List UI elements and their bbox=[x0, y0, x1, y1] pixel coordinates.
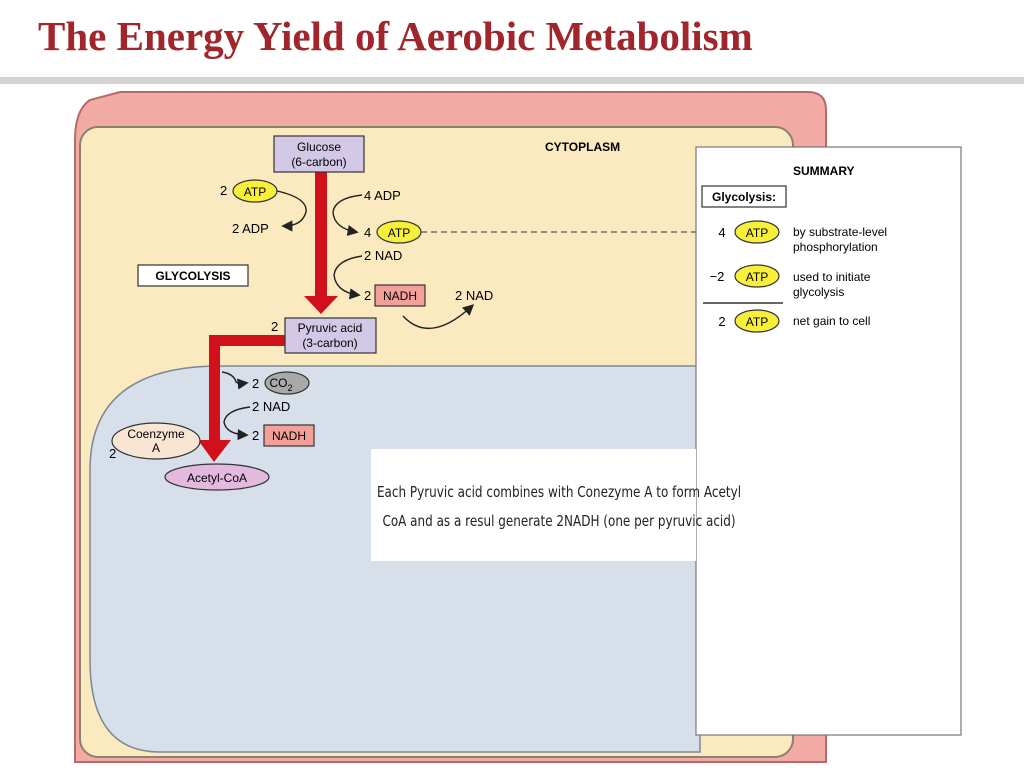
acetyl-coa-label: Acetyl-CoA bbox=[187, 471, 247, 485]
co2-release-arrow bbox=[221, 371, 249, 390]
summary-atp-badge bbox=[734, 309, 780, 333]
summary-panel bbox=[695, 146, 962, 736]
glucose-box bbox=[273, 135, 365, 173]
nadh-production-arrow bbox=[333, 255, 363, 300]
atp-produced-count: 4 bbox=[364, 225, 371, 240]
pyruvate-arrow-head bbox=[198, 440, 231, 462]
summary-row-text: used to initiate bbox=[793, 270, 871, 284]
co2-badge bbox=[264, 371, 310, 395]
nad-output-label: 2 NAD bbox=[455, 288, 493, 303]
atp-consumption-arrow bbox=[276, 190, 307, 232]
atp-label: ATP bbox=[388, 226, 410, 240]
summary-row-text: glycolysis bbox=[793, 285, 844, 299]
summary-row-text: net gain to cell bbox=[793, 314, 870, 328]
summary-atp-badge bbox=[734, 220, 780, 244]
coenzyme-a-ellipse bbox=[111, 422, 201, 460]
pyruvic-acid-box bbox=[284, 317, 377, 354]
nadh-badge bbox=[374, 284, 426, 307]
caption-line-2: CoA and as a resul generate 2NADH (one p… bbox=[382, 512, 736, 530]
nad-input-label: 2 NAD bbox=[364, 248, 402, 263]
summary-heading: SUMMARY bbox=[793, 164, 855, 178]
cytoplasm-label: CYTOPLASM bbox=[545, 140, 620, 154]
summary-atp-label: ATP bbox=[746, 270, 768, 284]
coenzyme-a-label: A bbox=[152, 441, 160, 455]
nadh-label: NADH bbox=[383, 289, 417, 303]
atp-count-label: 2 bbox=[220, 183, 227, 198]
adp-input-label: 4 ADP bbox=[364, 188, 401, 203]
glycolysis-arrow-shaft bbox=[315, 172, 327, 298]
summary-row-count: −2 bbox=[710, 269, 725, 284]
co2-label: CO2 bbox=[269, 376, 292, 393]
pyruvic-count-label: 2 bbox=[271, 319, 278, 334]
summary-atp-label: ATP bbox=[746, 226, 768, 240]
atp-label: ATP bbox=[244, 185, 266, 199]
mito-nadh-production-arrow bbox=[223, 406, 251, 441]
mito-nadh-count-label: 2 bbox=[252, 428, 259, 443]
title-divider bbox=[0, 77, 1024, 84]
coenzyme-label: Coenzyme bbox=[127, 427, 185, 441]
summary-row-count: 2 bbox=[718, 314, 725, 329]
co2-count-label: 2 bbox=[252, 376, 259, 391]
pyruvic-acid-label: Pyruvic acid bbox=[298, 321, 363, 335]
summary-row-text: by substrate-level bbox=[793, 225, 887, 239]
glycolysis-label: GLYCOLYSIS bbox=[155, 269, 230, 283]
mito-nadh-label: NADH bbox=[272, 429, 306, 443]
pyruvic-carbon-label: (3-carbon) bbox=[302, 336, 357, 350]
glucose-carbon-label: (6-carbon) bbox=[291, 155, 346, 169]
summary-atp-label: ATP bbox=[746, 315, 768, 329]
glycolysis-arrow-head bbox=[304, 296, 338, 314]
caption-box: Each Pyruvic acid combines with Conezyme… bbox=[371, 449, 741, 561]
slide-title: The Energy Yield of Aerobic Metabolism bbox=[38, 13, 753, 59]
glucose-label: Glucose bbox=[297, 140, 341, 154]
atp-production-arrow bbox=[332, 194, 363, 237]
mito-nadh-badge bbox=[263, 424, 315, 447]
adp-output-label: 2 ADP bbox=[232, 221, 269, 236]
summary-section-box bbox=[701, 185, 787, 208]
glycolysis-label-box bbox=[137, 264, 249, 287]
nad-recycle-arrow bbox=[402, 304, 475, 330]
pyruvate-arrow-shaft bbox=[209, 335, 286, 440]
coenzyme-count-label: 2 bbox=[109, 446, 116, 461]
nadh-count-label: 2 bbox=[364, 288, 371, 303]
summary-row-text: phosphorylation bbox=[793, 240, 878, 254]
summary-row-count: 4 bbox=[718, 225, 725, 240]
caption-line-1: Each Pyruvic acid combines with Conezyme… bbox=[376, 483, 742, 501]
summary-atp-badge bbox=[734, 264, 780, 288]
summary-section-label: Glycolysis: bbox=[712, 190, 776, 204]
acetyl-coa-ellipse bbox=[164, 463, 270, 491]
mito-nad-input-label: 2 NAD bbox=[252, 399, 290, 414]
